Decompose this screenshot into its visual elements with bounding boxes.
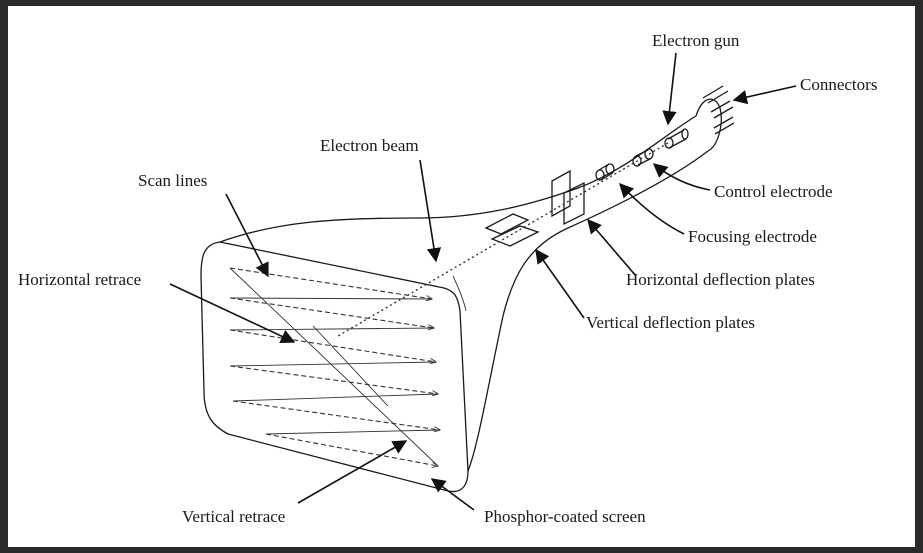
crt-diagram: Electron gun Connectors Electron beam Sc… xyxy=(18,31,877,526)
label-electron-gun: Electron gun xyxy=(652,31,740,50)
label-connectors: Connectors xyxy=(800,75,877,94)
vertical-deflection-plates-shape xyxy=(484,213,540,247)
callout-arrows xyxy=(169,52,797,511)
label-electron-beam: Electron beam xyxy=(320,136,419,155)
diagram-frame: Electron gun Connectors Electron beam Sc… xyxy=(8,6,915,547)
focusing-electrode-shape xyxy=(595,163,615,181)
label-phosphor-coated-screen: Phosphor-coated screen xyxy=(484,507,646,526)
control-electrode-shape xyxy=(632,148,654,167)
label-vertical-deflection-plates: Vertical deflection plates xyxy=(586,313,755,332)
electron-gun-body xyxy=(664,128,689,149)
label-focusing-electrode: Focusing electrode xyxy=(688,227,817,246)
electron-beam-path xyxy=(337,142,669,337)
connector-pins xyxy=(702,85,735,135)
horizontal-deflection-plates-shape xyxy=(551,169,585,226)
label-control-electrode: Control electrode xyxy=(714,182,833,201)
label-scan-lines: Scan lines xyxy=(138,171,207,190)
label-horizontal-retrace: Horizontal retrace xyxy=(18,270,141,289)
label-vertical-retrace: Vertical retrace xyxy=(182,507,285,526)
scan-lines xyxy=(229,267,440,466)
label-horizontal-deflection-plates: Horizontal deflection plates xyxy=(626,270,815,289)
crt-tube-outline xyxy=(200,98,722,493)
